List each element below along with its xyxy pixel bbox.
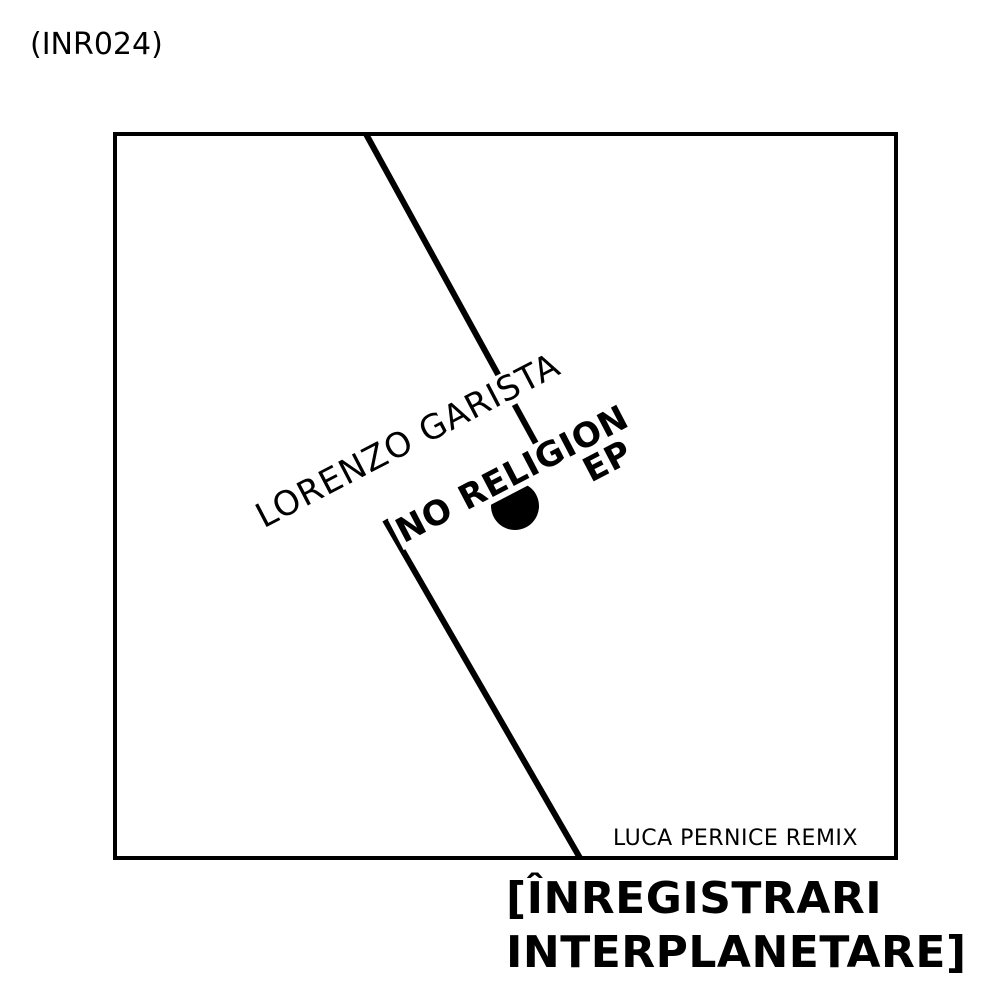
label-line-2: INTERPLANETARE] [506, 927, 967, 978]
diagonal-line-lower [382, 518, 583, 860]
label-name: [ÎNREGISTRARI INTERPLANETARE] [506, 872, 967, 980]
frame-rectangle [113, 132, 898, 860]
label-line-1: [ÎNREGISTRARI [506, 873, 883, 924]
catalog-number: (INR024) [30, 27, 163, 62]
remix-credit: LUCA PERNICE REMIX [610, 826, 860, 851]
